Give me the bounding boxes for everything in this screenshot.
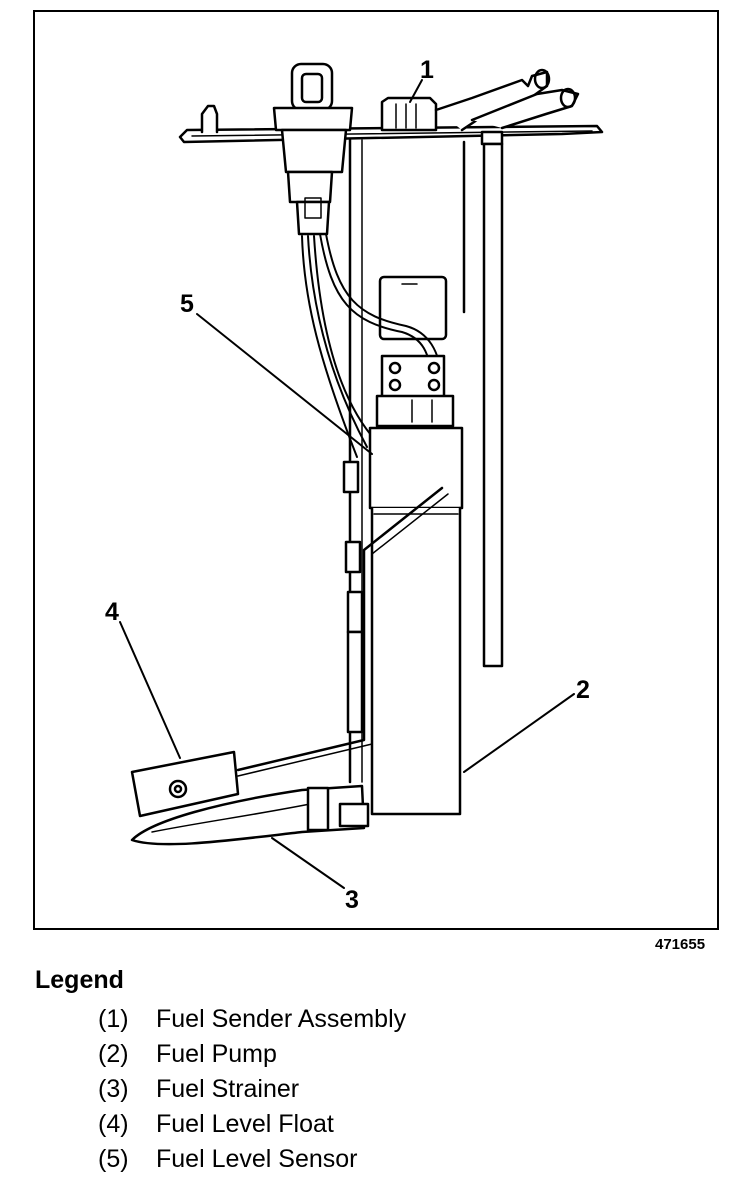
legend-item: (5) Fuel Level Sensor bbox=[98, 1142, 406, 1177]
figure-id: 471655 bbox=[655, 936, 706, 953]
legend-item-number: (3) bbox=[98, 1075, 129, 1103]
fuel-strainer bbox=[130, 784, 370, 846]
legend-item-number: (2) bbox=[98, 1040, 129, 1068]
callout-1: 1 bbox=[420, 56, 434, 84]
legend-item-label: Fuel Level Float bbox=[156, 1110, 334, 1138]
callout-leaders bbox=[119, 79, 575, 889]
legend-item-label: Fuel Level Sensor bbox=[156, 1145, 358, 1173]
fuel-pump bbox=[370, 506, 462, 816]
diagram-frame: 1 2 3 4 5 bbox=[33, 10, 719, 930]
level-sensor-module bbox=[368, 354, 464, 510]
legend-item: (1) Fuel Sender Assembly bbox=[98, 1002, 406, 1037]
legend-item: (4) Fuel Level Float bbox=[98, 1107, 406, 1142]
fuel-pipes bbox=[380, 68, 580, 146]
return-tube bbox=[482, 142, 504, 668]
electrical-connector bbox=[272, 62, 354, 236]
legend-item: (2) Fuel Pump bbox=[98, 1037, 406, 1072]
fuel-sender-drawing: 1 2 3 4 5 bbox=[105, 56, 604, 914]
legend-item-label: Fuel Pump bbox=[156, 1040, 277, 1068]
fuel-level-float bbox=[130, 750, 240, 818]
legend-title: Legend bbox=[35, 966, 124, 994]
legend-item-number: (5) bbox=[98, 1145, 129, 1173]
float-arm bbox=[236, 460, 449, 777]
legend-item-number: (1) bbox=[98, 1005, 129, 1033]
legend-item-number: (4) bbox=[98, 1110, 129, 1138]
callout-2: 2 bbox=[576, 676, 590, 704]
legend-item: (3) Fuel Strainer bbox=[98, 1072, 406, 1107]
legend-item-label: Fuel Strainer bbox=[156, 1075, 300, 1103]
callout-4: 4 bbox=[105, 598, 119, 626]
legend-list: (1) Fuel Sender Assembly (2) Fuel Pump (… bbox=[98, 1002, 406, 1177]
legend-item-label: Fuel Sender Assembly bbox=[156, 1005, 407, 1033]
callout-3: 3 bbox=[345, 886, 359, 914]
callout-5: 5 bbox=[180, 290, 194, 318]
